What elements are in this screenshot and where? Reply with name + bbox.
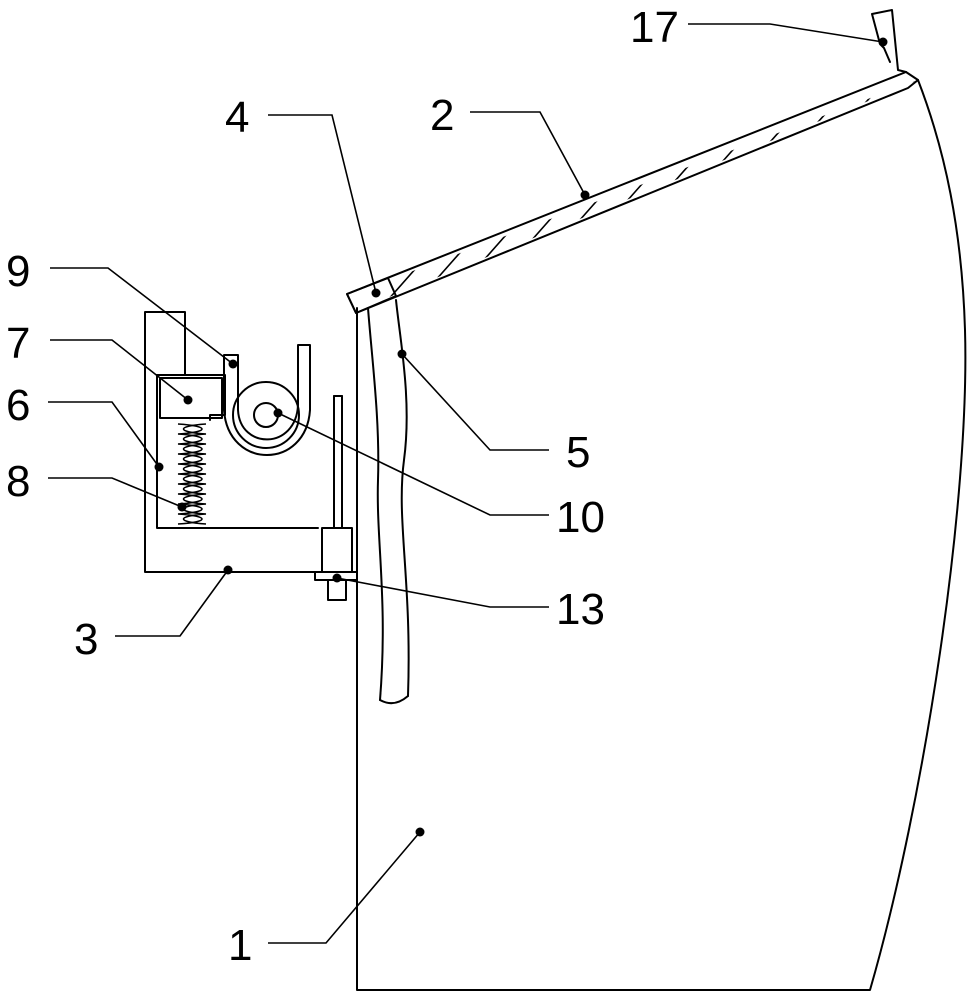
leader-lines xyxy=(48,23,884,944)
label-5: 5 xyxy=(566,428,590,477)
leader-10 xyxy=(277,412,549,516)
label-1: 1 xyxy=(228,921,252,970)
leader-7 xyxy=(50,339,189,401)
leader-dots xyxy=(154,37,888,837)
bracket xyxy=(144,311,358,573)
body-outline xyxy=(356,79,967,991)
leader-3 xyxy=(115,569,229,637)
leader-8 xyxy=(48,477,183,508)
leader-4 xyxy=(268,114,377,294)
label-8: 8 xyxy=(6,457,30,506)
leader-13 xyxy=(336,577,549,608)
label-17: 17 xyxy=(630,3,679,52)
label-6: 6 xyxy=(6,381,30,430)
lid-plate xyxy=(346,71,919,314)
label-13: 13 xyxy=(556,585,605,634)
label-10: 10 xyxy=(556,493,605,542)
label-2: 2 xyxy=(430,91,454,140)
reference-numerals: 1 2 3 4 5 6 7 8 9 10 13 17 xyxy=(6,3,679,970)
bolt-post xyxy=(314,395,358,601)
leader-1 xyxy=(268,831,421,944)
label-9: 9 xyxy=(6,247,30,296)
leader-2 xyxy=(470,111,586,196)
coil-spring xyxy=(177,423,207,525)
flexible-strap xyxy=(367,299,410,705)
roller xyxy=(232,381,300,449)
leader-17 xyxy=(688,23,884,43)
label-7: 7 xyxy=(6,319,30,368)
lid-hatching xyxy=(371,80,918,311)
leader-6 xyxy=(48,401,160,468)
label-3: 3 xyxy=(74,615,98,664)
hook xyxy=(223,344,311,456)
leader-5 xyxy=(401,353,549,451)
label-4: 4 xyxy=(225,93,249,142)
leader-9 xyxy=(50,267,234,365)
